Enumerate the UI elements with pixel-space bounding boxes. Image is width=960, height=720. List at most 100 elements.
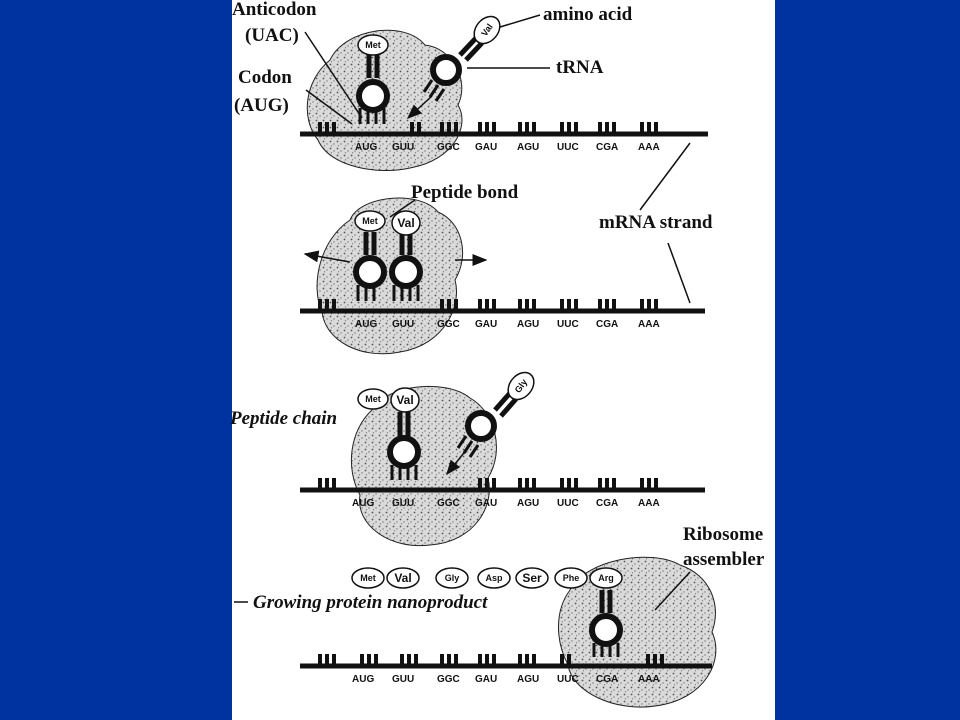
svg-text:GAU: GAU — [475, 674, 497, 685]
stage-2-peptide-bond: AUG GUU GGC GAU AGU UUC CGA AAA — [300, 142, 713, 355]
label-trna: tRNA — [556, 57, 604, 78]
codon-labels-2: AUG GUU GGC GAU AGU UUC CGA AAA — [355, 319, 660, 330]
svg-text:AUG: AUG — [352, 498, 374, 509]
mrna-bases-3 — [318, 478, 658, 488]
codon-gau: GAU — [475, 142, 497, 153]
svg-text:AAA: AAA — [638, 498, 660, 509]
ribosome-3 — [350, 385, 497, 547]
svg-text:Ser: Ser — [522, 571, 542, 585]
entry-arrow-3 — [446, 448, 468, 476]
leader-mrna-2 — [667, 242, 691, 304]
trna-met-1 — [356, 54, 390, 124]
mrna-bases-2 — [318, 299, 658, 309]
label-codon: Codon — [238, 67, 292, 88]
label-amino-acid: amino acid — [543, 4, 633, 25]
svg-text:GAU: GAU — [475, 319, 497, 330]
svg-text:CGA: CGA — [596, 319, 618, 330]
stage-4-growing-chain: AUG GUU GGC GAU AGU UUC CGA AAA — [234, 524, 765, 708]
amino-acid-asp-4: Asp — [477, 567, 511, 589]
label-anticodon-seq: (UAC) — [245, 25, 299, 46]
trna-val-3 — [387, 412, 421, 480]
svg-text:CGA: CGA — [596, 674, 618, 685]
codon-aug: AUG — [355, 142, 377, 153]
svg-text:Met: Met — [365, 394, 381, 404]
amino-acid-met-2: Met — [354, 210, 386, 232]
mrna-bases-1 — [318, 122, 658, 132]
label-codon-seq: (AUG) — [234, 95, 289, 116]
codon-cga: CGA — [596, 142, 618, 153]
svg-text:Val: Val — [397, 216, 414, 230]
svg-text:AGU: AGU — [517, 674, 539, 685]
codon-labels-4: AUG GUU GGC GAU AGU UUC CGA AAA — [352, 674, 660, 685]
svg-text:Met: Met — [360, 573, 376, 583]
entry-arrow-1 — [406, 95, 433, 120]
label-assembler: assembler — [683, 549, 765, 570]
codon-uuc: UUC — [557, 142, 579, 153]
stage-3-elongation: AUG GUU GGC GAU AGU UUC CGA AAA — [229, 371, 705, 547]
leader-ribosome — [654, 571, 691, 611]
trna-val-incoming-1 — [422, 36, 484, 102]
peptide-chain-4: Met Val Gly Asp Ser — [351, 567, 623, 589]
amino-acid-arg-4: Arg — [589, 567, 623, 589]
amino-acid-ser-4: Ser — [515, 567, 549, 589]
codon-labels-3: AUG GUU GGC GAU AGU UUC CGA AAA — [352, 498, 660, 509]
move-arrow-left — [303, 250, 351, 263]
svg-text:Val: Val — [396, 393, 413, 407]
svg-text:GGC: GGC — [437, 674, 460, 685]
amino-acid-val-incoming-1: Val — [473, 15, 501, 45]
svg-text:Gly: Gly — [445, 573, 460, 583]
svg-text:AGU: AGU — [517, 498, 539, 509]
label-anticodon: Anticodon — [232, 0, 317, 20]
amino-acid-met-3: Met — [357, 388, 389, 410]
svg-text:GUU: GUU — [392, 674, 414, 685]
svg-text:GUU: GUU — [392, 498, 414, 509]
amino-acid-val-4: Val — [386, 567, 420, 589]
leader-anticodon — [304, 31, 363, 119]
label-ribosome: Ribosome — [683, 524, 763, 545]
svg-text:AUG: AUG — [352, 674, 374, 685]
trna-met-2 — [353, 232, 387, 301]
codon-ggc: GGC — [437, 142, 460, 153]
svg-text:GUU: GUU — [392, 319, 414, 330]
leader-peptide-bond — [389, 199, 416, 218]
leader-mrna-1 — [639, 142, 691, 211]
svg-text:AAA: AAA — [638, 674, 660, 685]
codon-aaa: AAA — [638, 142, 660, 153]
amino-acid-gly-incoming-3: Gly — [507, 371, 535, 401]
svg-text:UUC: UUC — [557, 498, 579, 509]
stage-1-initiation: AUG GUU GGC GAU AGU UUC CGA AAA — [232, 0, 708, 171]
svg-text:UUC: UUC — [557, 319, 579, 330]
svg-text:Val: Val — [394, 571, 411, 585]
svg-text:Met: Met — [362, 216, 378, 226]
codon-agu: AGU — [517, 142, 539, 153]
svg-text:Asp: Asp — [485, 573, 503, 583]
svg-text:GGC: GGC — [437, 498, 460, 509]
svg-text:AGU: AGU — [517, 319, 539, 330]
amino-acid-met-4: Met — [351, 567, 385, 589]
svg-text:GAU: GAU — [475, 498, 497, 509]
svg-text:GGC: GGC — [437, 319, 460, 330]
trna-val-2 — [389, 234, 423, 301]
mrna-bases-4 — [318, 654, 664, 664]
label-growing-protein: Growing protein nanoproduct — [253, 592, 488, 613]
label-peptide-chain: Peptide chain — [229, 408, 337, 429]
svg-text:CGA: CGA — [596, 498, 618, 509]
trna-arg-4 — [589, 590, 623, 657]
codon-labels-1: AUG GUU GGC GAU AGU UUC CGA AAA — [355, 142, 660, 153]
svg-text:AUG: AUG — [355, 319, 377, 330]
svg-text:Arg: Arg — [598, 573, 614, 583]
amino-acid-met-1: Met — [357, 34, 389, 56]
svg-text:Phe: Phe — [563, 573, 580, 583]
codon-guu: GUU — [392, 142, 414, 153]
trna-gly-incoming-3 — [456, 391, 518, 458]
svg-text:UUC: UUC — [557, 674, 579, 685]
amino-acid-val-2: Val — [391, 210, 421, 236]
leader-amino-acid — [499, 14, 541, 28]
amino-acid-phe-4: Phe — [554, 567, 588, 589]
svg-text:Met: Met — [365, 40, 381, 50]
label-peptide-bond: Peptide bond — [411, 182, 519, 203]
svg-text:AAA: AAA — [638, 319, 660, 330]
label-mrna-strand: mRNA strand — [599, 212, 713, 233]
